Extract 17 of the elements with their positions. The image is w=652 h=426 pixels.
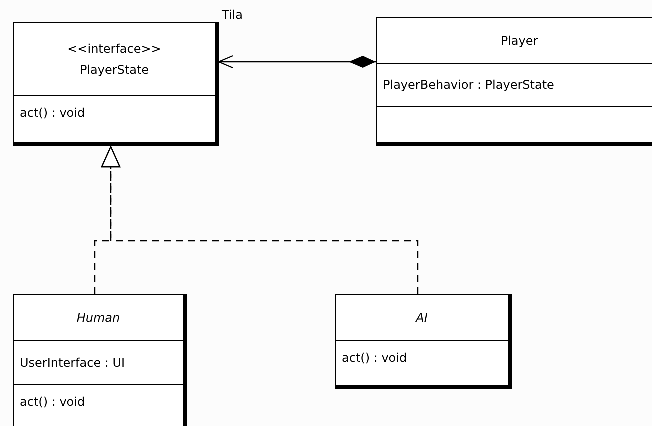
class-name: Human xyxy=(76,310,122,326)
class-box xyxy=(13,294,187,426)
class-box xyxy=(13,22,219,146)
class-member: UserInterface : UI xyxy=(20,354,126,370)
realization-arrow xyxy=(101,146,419,294)
class-box xyxy=(335,294,512,389)
edge-label: Tila xyxy=(222,8,243,22)
stereotype-label: <<interface>> xyxy=(66,40,162,56)
class-name: Player xyxy=(500,32,540,48)
class-member: act() : void xyxy=(20,105,86,121)
composition-arrow xyxy=(218,55,376,69)
class-name: PlayerState xyxy=(78,62,150,78)
class-name: AI xyxy=(414,310,429,326)
class-member: act() : void xyxy=(20,394,86,410)
class-member: PlayerBehavior : PlayerState xyxy=(383,77,556,93)
class-member: act() : void xyxy=(342,350,408,366)
class-box xyxy=(376,17,652,146)
